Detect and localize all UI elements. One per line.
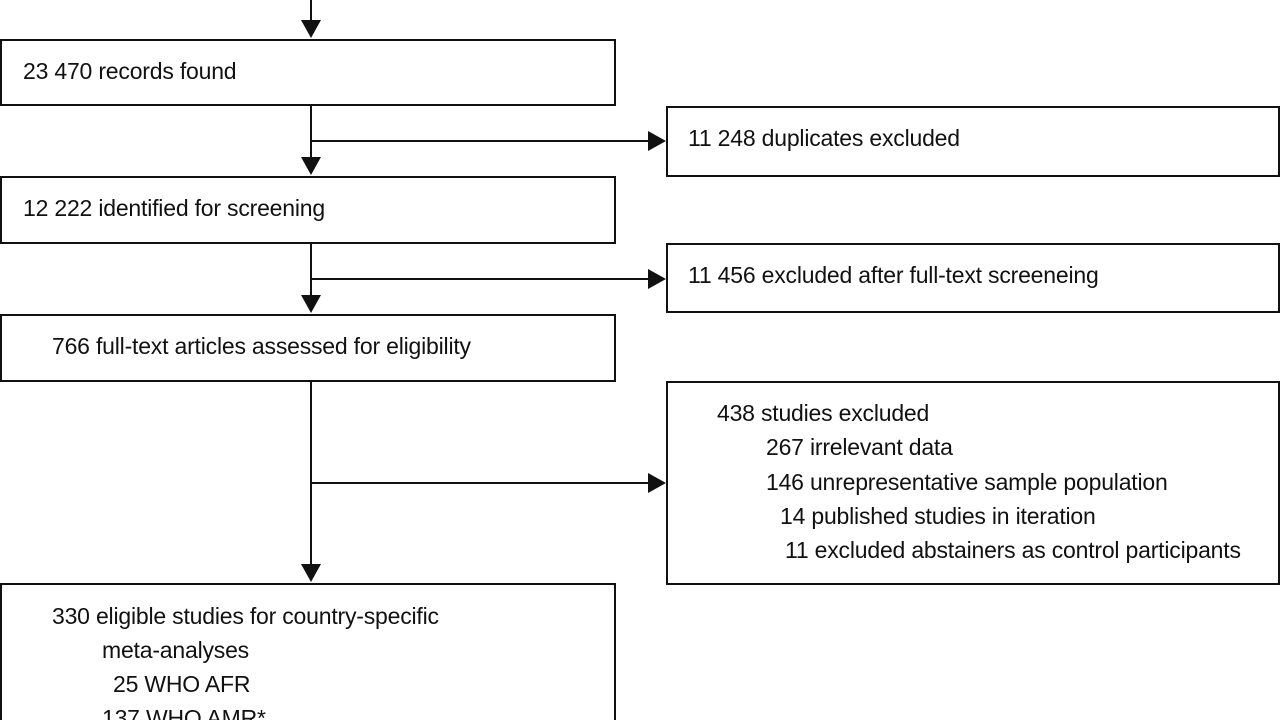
studies-excluded-box <box>666 381 1280 585</box>
arrowhead-eligible <box>301 564 321 582</box>
arrowhead-duplicates <box>648 131 666 151</box>
arrowhead-into-records <box>301 20 321 38</box>
records-found-label: 23 470 records found <box>23 58 237 84</box>
exclusion-reason-item: 267 irrelevant data <box>766 434 953 460</box>
eligible-region-item: 137 WHO AMR* <box>102 705 266 720</box>
studies-excluded-heading: 438 studies excluded <box>717 400 930 426</box>
arrowhead-studies-excluded <box>648 473 666 493</box>
exclusion-reason-item: 11 excluded abstainers as control partic… <box>785 537 1241 563</box>
fulltext-assessed-label: 766 full-text articles assessed for elig… <box>52 333 471 359</box>
exclusion-reason-item: 14 published studies in iteration <box>780 503 1096 529</box>
duplicates-excluded-box <box>666 106 1280 177</box>
duplicates-excluded-label: 11 248 duplicates excluded <box>688 125 960 151</box>
fulltext-assessed-box <box>0 314 616 382</box>
eligible-studies-heading: 330 eligible studies for country-specifi… <box>52 603 439 629</box>
arrowhead-identified <box>301 157 321 175</box>
records-found-box <box>0 39 616 106</box>
identified-for-screening-box <box>0 176 616 244</box>
exclusion-reason-item: 146 unrepresentative sample population <box>766 469 1168 495</box>
arrowhead-fulltext <box>301 295 321 313</box>
excluded-after-fulltext-box <box>666 243 1280 313</box>
eligible-studies-box <box>0 583 616 720</box>
eligible-region-item: 25 WHO AFR <box>113 671 251 697</box>
eligible-studies-heading-cont: meta-analyses <box>102 637 249 663</box>
identified-for-screening-label: 12 222 identified for screening <box>23 195 325 221</box>
arrowhead-excluded-fulltext <box>648 269 666 289</box>
excluded-after-fulltext-label: 11 456 excluded after full-text screenei… <box>688 262 1099 288</box>
